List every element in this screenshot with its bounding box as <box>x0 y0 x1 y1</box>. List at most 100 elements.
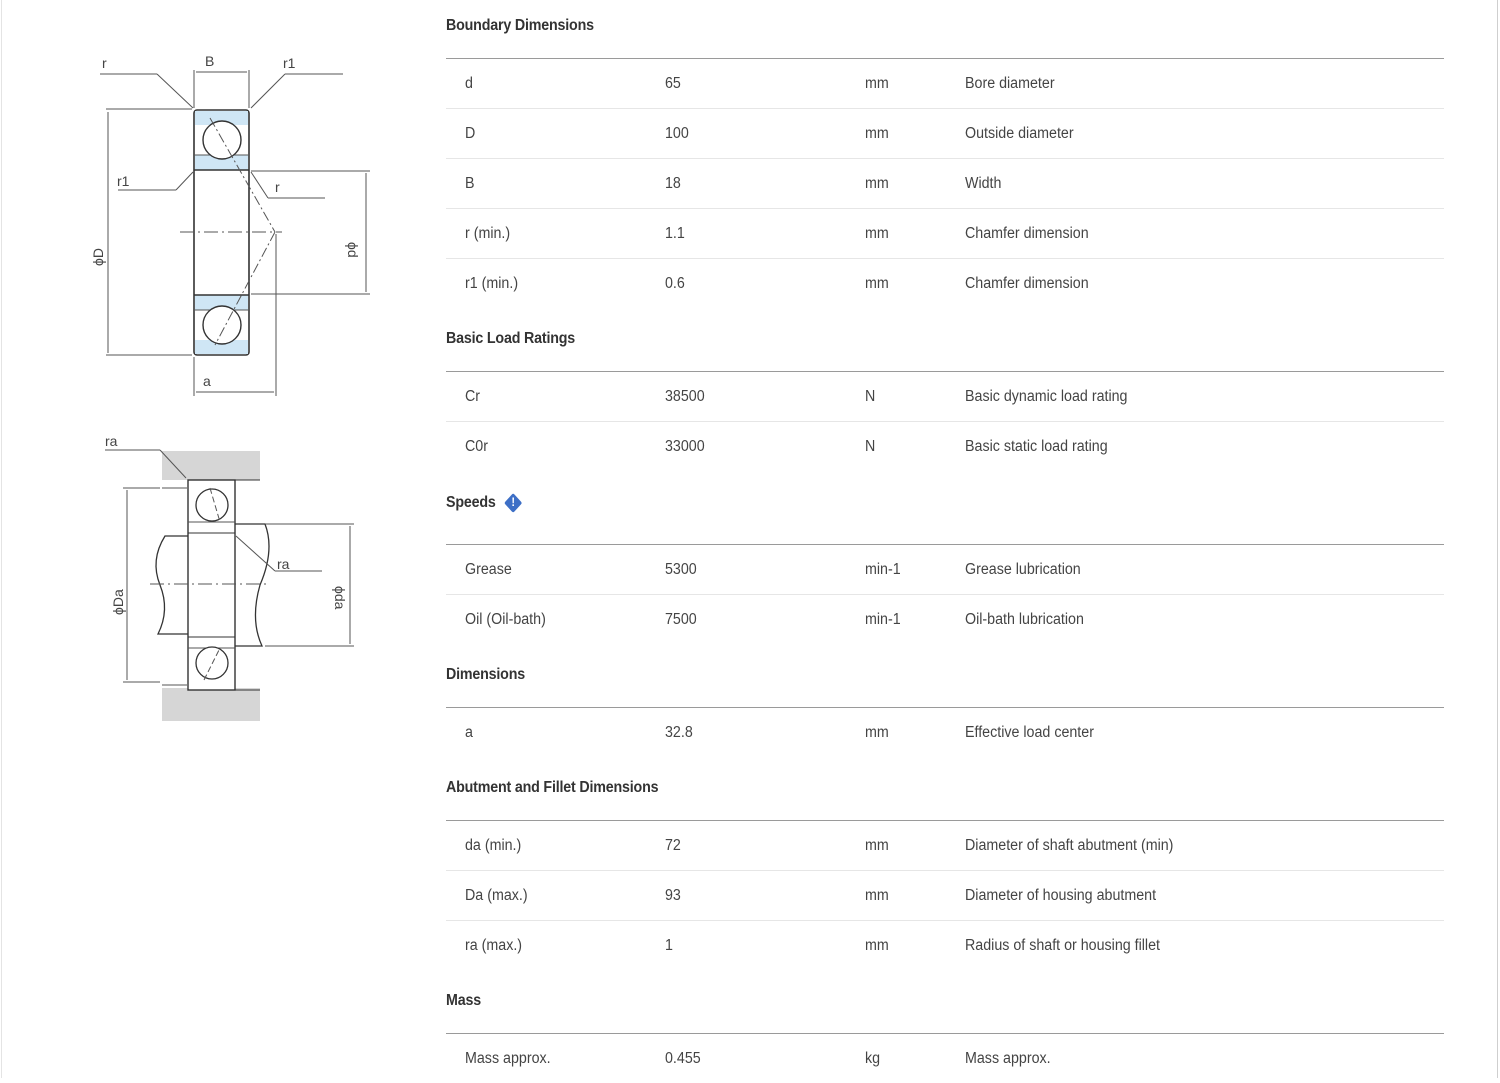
param-unit: N <box>865 387 876 405</box>
section-header: Mass <box>446 970 1444 1034</box>
param-unit: min-1 <box>865 610 901 628</box>
param-description: Chamfer dimension <box>965 274 1089 292</box>
mounting-diagram <box>105 449 354 721</box>
param-value: 7500 <box>665 610 697 628</box>
param-name: D <box>465 124 476 142</box>
spec-table: a 32.8 mm Effective load center <box>446 708 1444 757</box>
param-name: a <box>465 723 473 741</box>
label-phi-d: ϕd <box>345 242 361 258</box>
param-name: r (min.) <box>465 224 511 242</box>
param-name: r1 (min.) <box>465 274 519 292</box>
param-description: Radius of shaft or housing fillet <box>965 936 1160 954</box>
param-name: Grease <box>465 560 512 578</box>
section-header: Boundary Dimensions <box>446 0 1444 59</box>
param-name: Da (max.) <box>465 886 528 904</box>
param-value: 0.6 <box>665 274 685 292</box>
param-unit: kg <box>865 1049 881 1067</box>
param-value: 1 <box>665 936 673 954</box>
right-border <box>1497 0 1498 1078</box>
bearing-cross-section <box>100 70 370 396</box>
table-row: r1 (min.) 0.6 mm Chamfer dimension <box>446 259 1444 308</box>
param-description: Effective load center <box>965 723 1094 741</box>
label-r1-top: r1 <box>283 55 296 71</box>
table-row: Oil (Oil-bath) 7500 min-1 Oil-bath lubricat… <box>446 595 1444 644</box>
param-unit: mm <box>865 174 889 192</box>
param-description: Diameter of shaft abutment (min) <box>965 836 1174 854</box>
param-name: Mass approx. <box>465 1049 551 1067</box>
param-description: Chamfer dimension <box>965 224 1089 242</box>
param-unit: mm <box>865 274 889 292</box>
param-description: Oil-bath lubrication <box>965 610 1084 628</box>
param-unit: mm <box>865 224 889 242</box>
param-value: 0.455 <box>665 1049 701 1067</box>
param-unit: mm <box>865 886 889 904</box>
param-unit: N <box>865 437 876 455</box>
spec-table: da (min.) 72 mm Diameter of shaft abutment … <box>446 821 1444 970</box>
label-ra-top: ra <box>105 433 118 449</box>
section-header: Dimensions <box>446 644 1444 708</box>
param-value: 18 <box>665 174 681 192</box>
param-value: 65 <box>665 74 681 92</box>
param-description: Basic static load rating <box>965 437 1108 455</box>
label-phi-Da: ϕDa <box>110 589 126 615</box>
param-value: 5300 <box>665 560 697 578</box>
param-unit: mm <box>865 124 889 142</box>
table-row: da (min.) 72 mm Diameter of shaft abutment … <box>446 821 1444 871</box>
param-value: 72 <box>665 836 681 854</box>
label-r1-left: r1 <box>117 173 130 189</box>
param-description: Diameter of housing abutment <box>965 886 1157 904</box>
label-ra-right: ra <box>277 556 290 572</box>
param-unit: mm <box>865 836 889 854</box>
spec-section: Dimensions a 32.8 mm Effective load center <box>446 644 1444 757</box>
label-B: B <box>205 53 214 69</box>
table-row: B 18 mm Width <box>446 159 1444 209</box>
param-value: 32.8 <box>665 723 693 741</box>
param-unit: mm <box>865 723 889 741</box>
label-a: a <box>203 373 211 389</box>
param-value: 38500 <box>665 387 705 405</box>
section-title: Dimensions <box>446 666 525 683</box>
param-value: 1.1 <box>665 224 685 242</box>
param-description: Width <box>965 174 1002 192</box>
table-row: Da (max.) 93 mm Diameter of housing abutmen… <box>446 871 1444 921</box>
label-r-right: r <box>275 179 280 195</box>
param-name: da (min.) <box>465 836 522 854</box>
section-title: Mass <box>446 992 481 1009</box>
left-border <box>1 0 2 1078</box>
section-title: Basic Load Ratings <box>446 330 576 347</box>
label-phi-D: ϕD <box>90 248 106 266</box>
param-name: d <box>465 74 473 92</box>
section-header: Speeds <box>446 471 1444 545</box>
param-name: Cr <box>465 387 481 405</box>
spec-section: SpeedsGrease 5300 min-1 Grease lubricationO… <box>446 471 1444 644</box>
section-title: Boundary Dimensions <box>446 17 594 34</box>
section-title: Speeds <box>446 494 496 511</box>
section-title: Abutment and Fillet Dimensions <box>446 779 659 796</box>
param-value: 100 <box>665 124 689 142</box>
param-value: 93 <box>665 886 681 904</box>
section-header: Abutment and Fillet Dimensions <box>446 757 1444 821</box>
param-description: Bore diameter <box>965 74 1055 92</box>
table-row: a 32.8 mm Effective load center <box>446 708 1444 757</box>
info-diamond-icon[interactable] <box>505 494 522 512</box>
section-header: Basic Load Ratings <box>446 308 1444 372</box>
spec-section: Abutment and Fillet Dimensions da (min.) 7… <box>446 757 1444 970</box>
param-name: Oil (Oil-bath) <box>465 610 546 628</box>
param-description: Grease lubrication <box>965 560 1081 578</box>
table-row: r (min.) 1.1 mm Chamfer dimension <box>446 209 1444 259</box>
label-phi-da: ϕda <box>332 586 348 610</box>
param-name: B <box>465 174 475 192</box>
